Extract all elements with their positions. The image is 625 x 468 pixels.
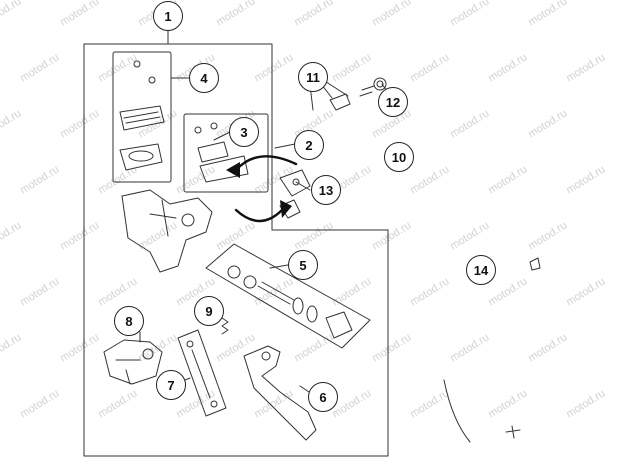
callout-2: 2 <box>294 130 324 160</box>
assembly-1-frame <box>83 43 389 457</box>
callout-5: 5 <box>288 250 318 280</box>
callout-10: 10 <box>384 142 414 172</box>
group-7-box <box>177 329 227 417</box>
callout-13: 13 <box>311 175 341 205</box>
callout-1: 1 <box>153 1 183 31</box>
rotate-arrow-top <box>234 155 298 172</box>
group-3-box <box>183 113 269 193</box>
callout-11: 11 <box>298 62 328 92</box>
callout-9: 9 <box>194 296 224 326</box>
callout-3: 3 <box>229 117 259 147</box>
group-5-box <box>205 243 371 349</box>
callout-7: 7 <box>156 370 186 400</box>
callout-12: 12 <box>378 87 408 117</box>
group-4-box <box>112 51 172 183</box>
callout-6: 6 <box>308 382 338 412</box>
callout-8: 8 <box>114 306 144 336</box>
callout-14: 14 <box>466 255 496 285</box>
rotate-arrow-bottom <box>234 208 284 223</box>
callout-4: 4 <box>189 63 219 93</box>
